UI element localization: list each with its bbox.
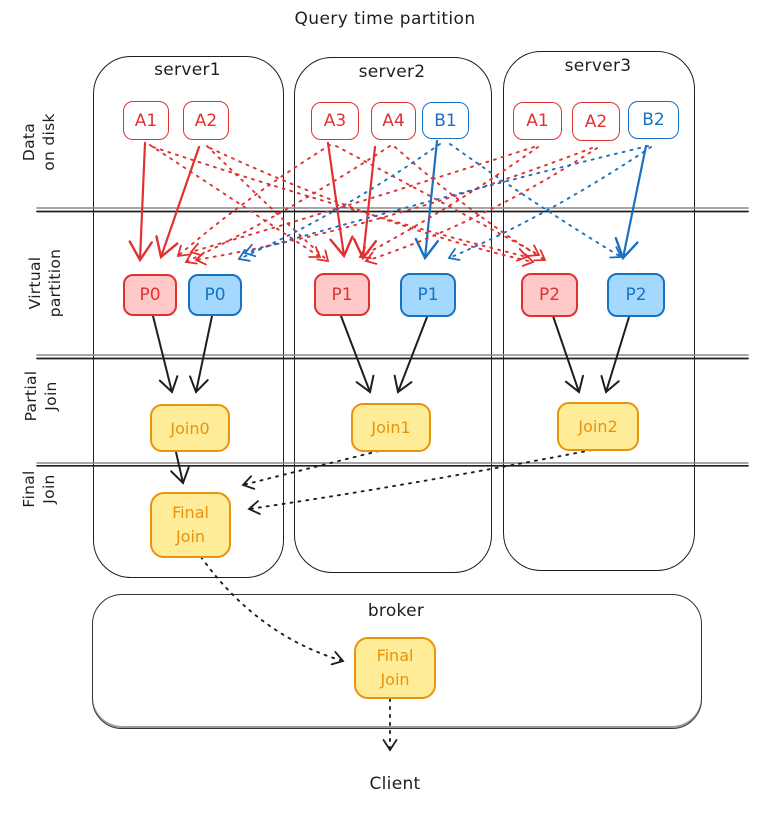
server1-label: server1 bbox=[154, 60, 221, 80]
row-label-line: Virtual bbox=[26, 256, 45, 310]
partial-join-join1: Join1 bbox=[351, 403, 431, 452]
row-label-final-join: Final Join bbox=[18, 432, 62, 546]
server2-label: server2 bbox=[358, 62, 426, 82]
row-label-line: Partial bbox=[22, 370, 41, 422]
final-join-label-line2: Join bbox=[380, 670, 410, 689]
row-label-line: Data bbox=[20, 122, 39, 162]
server2-box bbox=[294, 57, 492, 573]
partition-p1-red: P1 bbox=[314, 273, 370, 316]
data-node-a2-server1: A2 bbox=[183, 101, 229, 140]
data-node-a2-server3: A2 bbox=[572, 102, 620, 141]
final-join-label-line1: Final bbox=[172, 503, 209, 522]
broker-label: broker bbox=[367, 601, 425, 621]
row-label-virtual-partition: Virtual partition bbox=[24, 221, 68, 345]
final-join-label-line1: Final bbox=[376, 646, 414, 665]
row-label-line: on disk bbox=[40, 113, 58, 171]
row-label-line: Final bbox=[20, 470, 39, 508]
data-node-a1-server1: A1 bbox=[123, 101, 169, 140]
partition-p1-blue: P1 bbox=[400, 273, 456, 317]
client-label: Client bbox=[369, 774, 421, 794]
data-node-a3-server2: A3 bbox=[311, 102, 359, 140]
partition-p0-red: P0 bbox=[123, 274, 177, 316]
server1-box bbox=[93, 56, 284, 578]
partial-join-join0: Join0 bbox=[150, 404, 230, 452]
server3-box bbox=[503, 51, 695, 571]
data-node-a4-server2: A4 bbox=[371, 102, 416, 140]
partial-join-join2: Join2 bbox=[557, 402, 639, 451]
data-node-b2-server3: B2 bbox=[628, 101, 679, 139]
broker-box bbox=[92, 594, 702, 729]
data-node-b1-server2: B1 bbox=[422, 102, 469, 139]
final-join-server1: Final Join bbox=[150, 492, 231, 558]
row-label-line: Join bbox=[42, 381, 60, 411]
final-join-broker: Final Join bbox=[354, 637, 436, 699]
partition-p2-blue: P2 bbox=[607, 273, 665, 317]
data-node-a1-server3: A1 bbox=[513, 102, 562, 140]
diagram-title: Query time partition bbox=[294, 9, 476, 29]
row-label-data-on-disk: Data on disk bbox=[18, 80, 62, 204]
row-label-line: partition bbox=[46, 248, 64, 318]
partition-p2-red: P2 bbox=[521, 273, 578, 317]
row-label-line: Join bbox=[40, 474, 58, 504]
final-join-label-line2: Join bbox=[175, 527, 206, 546]
server3-label: server3 bbox=[564, 56, 632, 76]
partition-p0-blue: P0 bbox=[188, 274, 242, 316]
